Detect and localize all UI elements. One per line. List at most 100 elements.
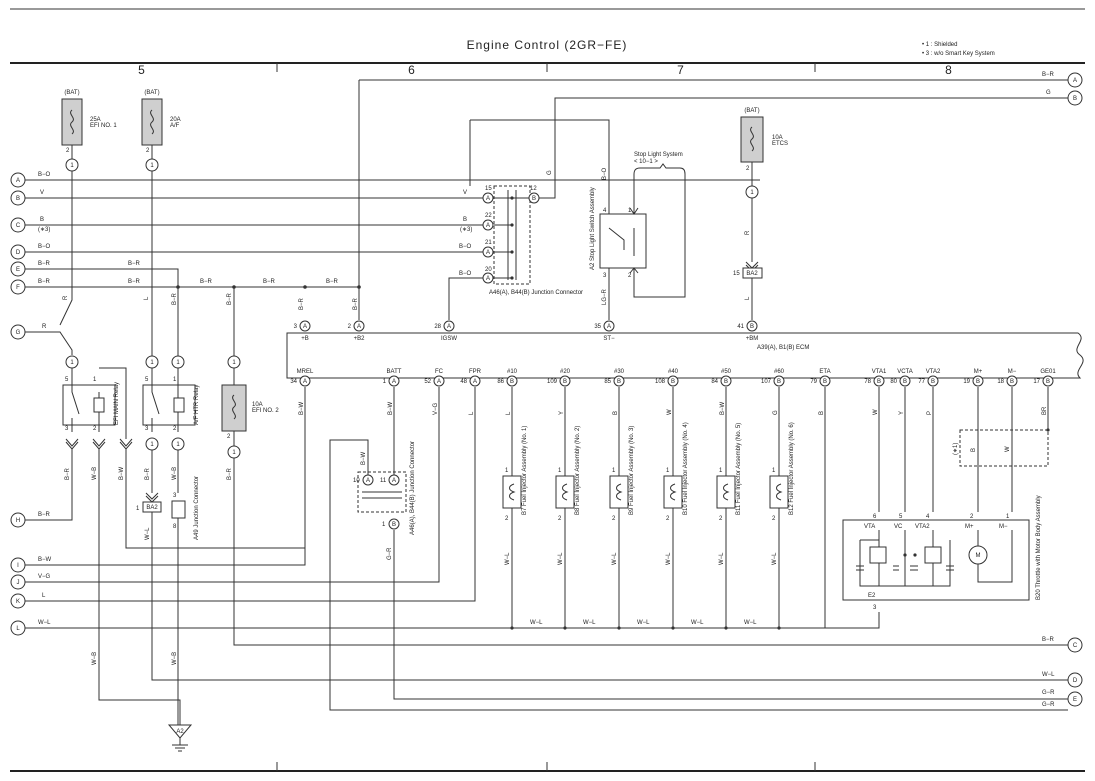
svg-text:ST−: ST− <box>603 336 615 342</box>
wire-e <box>25 268 179 360</box>
left-connector-l: L <box>10 620 26 636</box>
svg-text:1: 1 <box>612 468 616 474</box>
svg-text:2: 2 <box>719 516 723 522</box>
svg-text:VTA1: VTA1 <box>872 369 887 375</box>
ecm-pin-m: M+B19 <box>963 369 984 387</box>
svg-text:BA2: BA2 <box>146 505 158 511</box>
svg-text:B: B <box>724 379 728 385</box>
wire-label: B <box>40 217 44 223</box>
svg-text:A46(A), B44(B) Junction Connec: A46(A), B44(B) Junction Connector <box>489 290 583 296</box>
svg-text:1: 1 <box>750 190 754 196</box>
svg-text:B: B <box>971 448 977 452</box>
fuse-efi-no1: (BAT) 25A EFI NO. 1 2 <box>61 90 117 154</box>
wire-label: V <box>40 190 44 196</box>
svg-text:2: 2 <box>628 273 632 279</box>
junction-connector-lower: A A B 10 11 1 A46(A), B44(B) Junction Co… <box>353 441 416 535</box>
svg-text:J: J <box>17 580 20 586</box>
svg-text:A: A <box>473 379 477 385</box>
svg-text:#30: #30 <box>614 369 625 375</box>
svg-text:#40: #40 <box>668 369 679 375</box>
svg-text:W−L: W−L <box>637 620 650 626</box>
section-number: 6 <box>408 63 416 77</box>
svg-text:79: 79 <box>810 379 817 385</box>
svg-text:A49 Junction Connector: A49 Junction Connector <box>194 476 200 540</box>
svg-text:2: 2 <box>970 514 974 520</box>
svg-text:B: B <box>16 196 20 202</box>
svg-text:2: 2 <box>93 426 97 432</box>
svg-text:L: L <box>745 296 751 300</box>
svg-text:5: 5 <box>65 377 69 383</box>
svg-text:2: 2 <box>612 516 616 522</box>
svg-text:3: 3 <box>603 273 607 279</box>
svg-text:2: 2 <box>746 166 750 172</box>
svg-text:2: 2 <box>146 148 150 154</box>
svg-text:W−B: W−B <box>172 652 178 665</box>
svg-text:78: 78 <box>864 379 871 385</box>
svg-text:W−L: W−L <box>772 552 778 565</box>
svg-text:109: 109 <box>547 379 558 385</box>
svg-text:W−L: W−L <box>583 620 596 626</box>
svg-text:3: 3 <box>294 324 298 330</box>
note-shielded: • 1 : Shielded <box>922 42 957 48</box>
svg-text:P: P <box>927 411 933 415</box>
svg-text:B: B <box>877 379 881 385</box>
svg-text:+B: +B <box>301 336 309 342</box>
svg-text:A2 Stop Light Switch Assembly: A2 Stop Light Switch Assembly <box>590 187 596 270</box>
svg-text:48: 48 <box>460 379 467 385</box>
svg-text:BATT: BATT <box>387 369 402 375</box>
svg-text:80: 80 <box>890 379 897 385</box>
svg-text:1: 1 <box>505 468 509 474</box>
svg-text:B8 Fuel Injector Assembly (No.: B8 Fuel Injector Assembly (No. 2) <box>575 426 581 515</box>
left-connector-c: C <box>10 217 26 233</box>
svg-text:A: A <box>366 478 370 484</box>
ba2-connector-left: BA2 1 <box>136 492 162 513</box>
svg-text:(BAT): (BAT) <box>64 90 79 96</box>
svg-text:1: 1 <box>628 208 632 214</box>
svg-text:VCTA: VCTA <box>897 369 913 375</box>
wire-label: (∗3) <box>460 227 472 233</box>
svg-text:B−R: B−R <box>299 297 305 310</box>
svg-text:A: A <box>392 478 396 484</box>
svg-text:1: 1 <box>173 377 177 383</box>
svg-text:1: 1 <box>232 450 236 456</box>
svg-text:EFI NO. 1: EFI NO. 1 <box>90 123 117 129</box>
svg-text:A: A <box>392 379 396 385</box>
svg-text:G: G <box>1046 90 1051 96</box>
svg-text:1: 1 <box>176 360 180 366</box>
svg-text:MREL: MREL <box>297 369 314 375</box>
connector-1: 1 <box>65 158 79 172</box>
left-connector-i: I <box>10 557 26 573</box>
shield-box <box>959 429 1049 467</box>
svg-text:A: A <box>357 324 361 330</box>
svg-text:21: 21 <box>485 240 492 246</box>
section-number: 7 <box>677 63 685 77</box>
wire-label: W−L <box>38 620 51 626</box>
right-connector-d: D <box>1067 672 1083 688</box>
svg-text:A: A <box>607 324 611 330</box>
svg-text:1: 1 <box>772 468 776 474</box>
svg-text:B: B <box>976 379 980 385</box>
svg-text:6: 6 <box>873 514 877 520</box>
svg-text:#20: #20 <box>560 369 571 375</box>
svg-text:3: 3 <box>173 493 177 499</box>
svg-text:K: K <box>16 599 20 605</box>
svg-text:D: D <box>1073 678 1078 684</box>
svg-text:B: B <box>931 379 935 385</box>
svg-text:G−R: G−R <box>387 547 393 560</box>
svg-text:BA2: BA2 <box>746 271 758 277</box>
svg-text:I: I <box>17 563 19 569</box>
svg-text:B: B <box>392 522 396 528</box>
svg-text:G−R: G−R <box>1042 702 1055 708</box>
svg-text:1: 1 <box>176 442 180 448</box>
wire-label: R <box>42 324 47 330</box>
svg-text:B−O: B−O <box>602 167 608 180</box>
diagram-title: Engine Control (2GR−FE) <box>467 38 628 52</box>
